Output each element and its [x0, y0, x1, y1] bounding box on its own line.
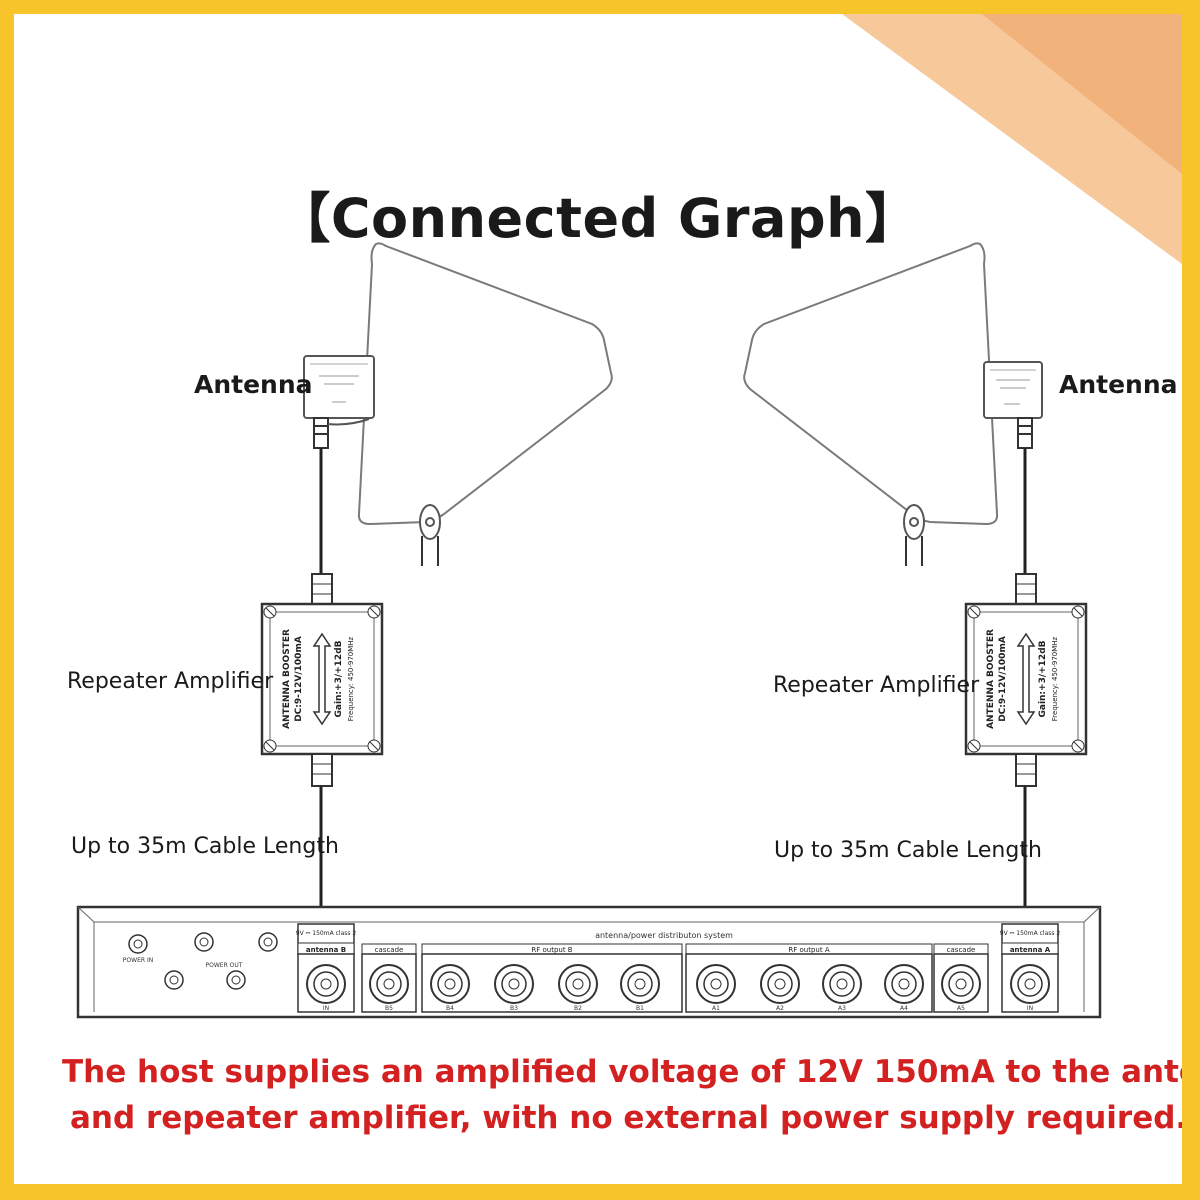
port-a-name: antenna A: [1010, 946, 1051, 954]
port-a-spec: 9V ⎓ 150mA class 2: [1000, 930, 1061, 937]
booster-frequency: Frequency: 450-970MHz: [347, 636, 355, 721]
port-b3: B3: [510, 1005, 518, 1012]
cascade-b-label: cascade: [375, 946, 404, 954]
rf-output-b-label: RF output B: [531, 946, 572, 954]
left-antenna-label: Antenna: [194, 370, 313, 399]
right-amplifier-label: Repeater Amplifier: [773, 673, 980, 698]
port-a4: A4: [900, 1005, 908, 1012]
port-a1: A1: [712, 1005, 720, 1012]
right-antenna: [743, 242, 1043, 566]
note-line-2: and repeater amplifier, with no external…: [70, 1100, 1182, 1136]
left-cable-label: Up to 35m Cable Length: [71, 834, 339, 859]
right-repeater-amplifier: ANTENNA BOOSTER DC:9-12V/100mA Gain:+3/+…: [964, 573, 1088, 787]
host-system-label: antenna/power distributon system: [595, 931, 733, 940]
port-a3: A3: [838, 1005, 846, 1012]
left-amplifier-label: Repeater Amplifier: [67, 669, 274, 694]
port-in-b: IN: [323, 1005, 329, 1012]
rf-output-a-label: RF output A: [788, 946, 829, 954]
power-in-label: POWER IN: [123, 957, 153, 964]
connection-diagram: ANTENNA BOOSTER DC:9-12V/100mA Gain:+3/+…: [76, 242, 1102, 1019]
booster-frequency-right: Frequency: 450-970MHz: [1051, 636, 1059, 721]
port-b-name: antenna B: [306, 946, 346, 954]
booster-gain-right: Gain:+3/+12dB: [1038, 640, 1048, 717]
right-cable-label: Up to 35m Cable Length: [774, 838, 1042, 863]
corner-decoration-inner: [982, 14, 1182, 174]
port-b-spec: 9V ⎓ 150mA class 2: [296, 930, 357, 937]
left-repeater-amplifier: ANTENNA BOOSTER DC:9-12V/100mA Gain:+3/+…: [260, 573, 384, 787]
power-out-label: POWER OUT: [206, 962, 243, 969]
port-b2: B2: [574, 1005, 582, 1012]
port-a2: A2: [776, 1005, 784, 1012]
booster-power: DC:9-12V/100mA: [294, 636, 304, 722]
port-in-a: IN: [1027, 1005, 1033, 1012]
distribution-host: antenna/power distributon system POWER I…: [76, 905, 1102, 1019]
port-b1: B1: [636, 1005, 644, 1012]
page-title: 【Connected Graph】: [276, 187, 920, 250]
booster-gain: Gain:+3/+12dB: [334, 640, 344, 717]
left-antenna: [303, 242, 613, 566]
booster-name: ANTENNA BOOSTER: [282, 629, 292, 729]
diagram-frame: 【Connected Graph】: [14, 14, 1182, 1184]
port-b4: B4: [446, 1005, 454, 1012]
right-antenna-label: Antenna: [1059, 370, 1178, 399]
booster-power-right: DC:9-12V/100mA: [998, 636, 1008, 722]
booster-name-right: ANTENNA BOOSTER: [986, 629, 996, 729]
port-b5: B5: [385, 1005, 393, 1012]
cascade-a-label: cascade: [947, 946, 976, 954]
note-line-1: The host supplies an amplified voltage o…: [62, 1054, 1182, 1090]
port-a5: A5: [957, 1005, 965, 1012]
